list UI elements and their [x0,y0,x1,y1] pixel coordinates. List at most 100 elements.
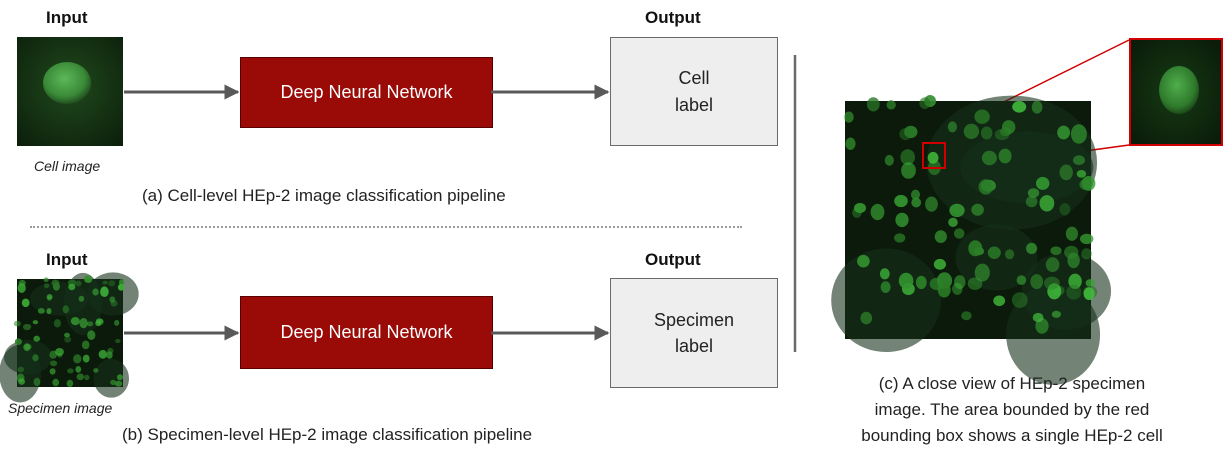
cell-speck [987,246,1001,259]
cell-speck [1032,312,1044,323]
cell-speck [974,263,990,282]
deep-neural-network-block-a: Deep Neural Network [240,57,493,128]
cell-speck [76,373,85,381]
cell-speck [1070,124,1087,144]
cell-speck [102,280,108,285]
cell-speck [79,318,88,329]
cell-speck [857,254,870,268]
cell-speck [961,311,972,321]
cell-speck [899,128,912,141]
cell-speck [87,330,96,340]
cell-speck [1039,195,1055,212]
cell-speck [884,154,894,166]
cell-speck [1080,233,1094,245]
caption-b: (b) Specimen-level HEp-2 image classific… [122,425,533,444]
cell-speck [82,354,90,363]
cell-speck [46,294,53,300]
cell-speck [845,137,856,150]
cell-speck [967,277,983,290]
cell-speck [1085,279,1096,287]
cell-speck [886,100,896,110]
cell-speck [1050,246,1062,255]
cell-speck [860,311,873,325]
cell-speck [898,272,914,289]
cell-speck [1026,242,1038,254]
cell-speck [117,374,123,381]
cell-speck [1066,284,1082,300]
caption-c: (c) A close view of HEp-2 specimen image… [822,371,1202,449]
cell-speck [919,97,931,109]
cell-speck [87,321,94,327]
cell-speck [49,350,57,359]
cell-speck [925,196,938,212]
cell-speck [901,162,916,179]
cell-speck [974,109,990,124]
cell-speck [915,275,927,290]
cell-speck [66,379,74,388]
cell-label-output-box: Cell label [610,37,778,146]
cell-speck [954,275,966,290]
cell-speck [934,230,947,244]
cell-speck [114,380,123,387]
cell-speck [67,368,74,374]
cell-speck [117,283,125,291]
specimen-label-output-box: Specimen label [610,278,778,388]
cell-speck [952,282,963,295]
cell-speck [17,366,25,373]
cell-speck [93,368,99,373]
caption-a: (a) Cell-level HEp-2 image classificatio… [142,186,506,205]
caption-c-line1: (c) A close view of HEp-2 specimen [878,374,1146,393]
cell-speck [78,295,85,302]
cell-speck [98,349,108,359]
cell-speck [1064,245,1079,259]
cell-speck [73,354,82,364]
cell-speck [1076,170,1087,178]
cell-speck [51,279,60,287]
cell-speck [1031,100,1043,114]
cell-speck [963,123,980,139]
cell-speck [43,283,50,289]
cell-speck [978,179,993,195]
cell-speck [32,354,39,362]
cell-speck [1081,248,1092,260]
cell-speck [895,212,909,228]
cell-speck [981,150,997,166]
cell-speck [911,197,922,208]
cell-speck [894,233,906,243]
cell-speck [971,203,984,216]
cell-speck [55,348,64,356]
output-label-line2-a: label [674,94,714,115]
cell-speck [109,296,116,303]
cell-speck [1035,318,1049,334]
cell-speck [1059,164,1073,181]
cell-speck [84,374,90,381]
cell-speck [81,340,90,350]
cell-speck [927,151,939,164]
cell-speck [1083,287,1095,301]
cell-speck [854,202,866,214]
cell-speck [37,308,45,314]
cell-speck [900,149,915,166]
cell-speck [23,323,32,331]
cell-speck [1012,101,1027,113]
cell-speck [929,277,944,291]
caption-c-line2: image. The area bounded by the red [874,400,1150,419]
deep-neural-network-block-b: Deep Neural Network [240,296,493,369]
cell-speck [1051,310,1061,318]
cell-speck [1011,292,1028,308]
cell-speck [968,240,983,257]
cell-speck [911,189,920,200]
cell-speck [994,128,1010,141]
cell-speck [1065,226,1078,241]
cell-speck [980,126,993,140]
cell-speck [100,286,109,297]
cell-speck [49,368,56,375]
cell-speck [993,295,1006,307]
cell-speck [1005,249,1015,260]
cell-speck [32,320,39,325]
cell-speck [46,296,52,301]
cell-speck [1025,196,1038,208]
output-label-line2-b: label [674,336,713,356]
cell-speck [110,379,116,386]
cell-speck [50,360,58,367]
